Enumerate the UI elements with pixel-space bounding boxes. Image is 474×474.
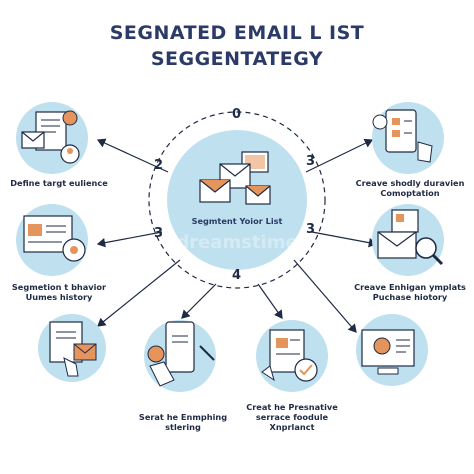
- watermark: dreamstime: [176, 232, 298, 253]
- presentative-icon: [256, 320, 328, 392]
- document-hand-icon: [38, 314, 106, 382]
- arrow-to-enhigan: [311, 231, 378, 248]
- step-number-right-lower: 3: [306, 222, 316, 237]
- envelopes-icon: [199, 151, 271, 205]
- step-number-left-lower: 3: [154, 226, 164, 241]
- step-number-bottom: 4: [232, 268, 242, 283]
- step-label-create-presentative: Creat he Presnative serrace foodule Xnpr…: [246, 402, 338, 432]
- form-checklist-icon: [372, 102, 444, 174]
- search-engine-icon: [144, 320, 216, 392]
- step-number-right-upper: 3: [306, 154, 316, 169]
- step-number-top: 0: [232, 107, 242, 122]
- step-label-create-enhigan: Creave Enhigan ymplats Puchase hiotory: [354, 282, 466, 302]
- step-label-search-engine: Serat he Enmphing stlering: [138, 412, 228, 432]
- arrow-to-define: [96, 138, 169, 173]
- step-number-left-upper: 2: [154, 158, 164, 173]
- envelope-search-icon: [372, 204, 444, 276]
- arrow-to-segment: [96, 231, 163, 248]
- title-line-1: SEGNATED EMAIL L IST: [109, 22, 365, 44]
- arrow-to-search: [181, 283, 217, 319]
- dashed-ring: [148, 111, 326, 289]
- center-circle: [167, 130, 307, 270]
- monitor-icon: [356, 314, 428, 386]
- arrow-to-presentative: [257, 283, 283, 319]
- arrow-to-shodly: [305, 138, 374, 173]
- arrow-to-br: [293, 259, 357, 333]
- center-label: Segmtent Yoior List: [191, 216, 283, 226]
- step-label-create-shodly: Creave shodly duravien Comoptation: [355, 178, 465, 198]
- arrow-to-bl: [97, 259, 181, 327]
- segment-behavior-icon: [16, 204, 88, 276]
- define-audience-icon: [16, 102, 88, 174]
- step-label-segment-behavior: Segmetion t bhavior Uumes history: [11, 282, 107, 302]
- title-line-2: SEGGENTATEGY: [150, 48, 324, 70]
- step-label-define-target-audience: Define targt eulience: [10, 178, 108, 188]
